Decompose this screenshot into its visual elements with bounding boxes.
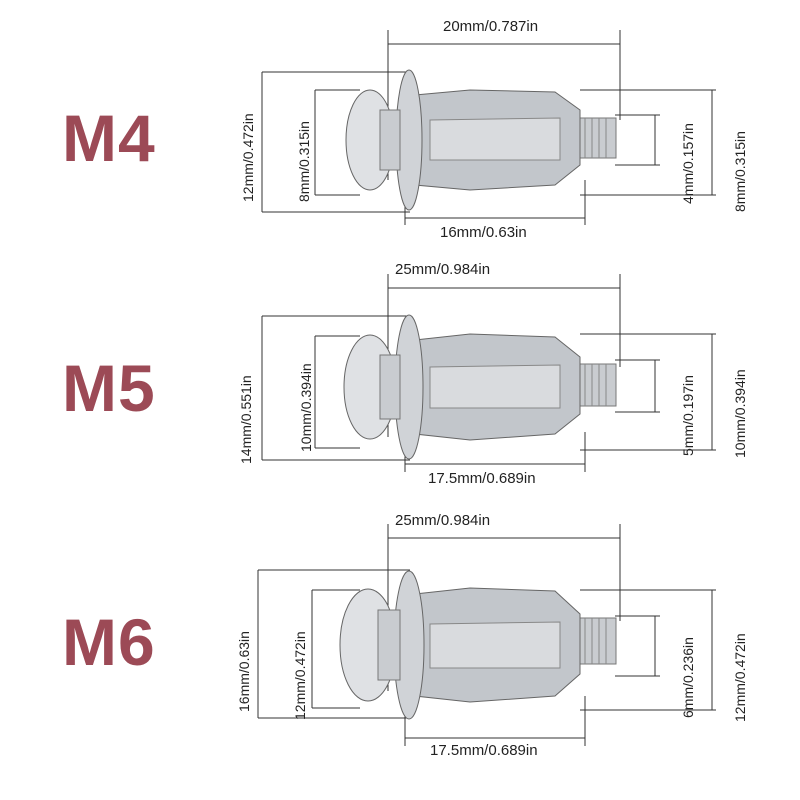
size-label: M6: [62, 605, 156, 679]
anchor-diagram: [257, 524, 716, 746]
sleeve-diameter-label: 12mm/0.472in: [732, 633, 748, 722]
anchor-block-m4: M4 20mm/0.787in 16mm/0.63in 12mm/0.: [0, 0, 800, 260]
thread-diameter-label: 6mm/0.236in: [680, 637, 696, 718]
head-diameter-label: 8mm/0.315in: [296, 121, 312, 202]
total-length-label: 25mm/0.984in: [395, 261, 491, 278]
anchor-drawing: [343, 314, 617, 460]
dimension-lines: [261, 274, 716, 472]
flange-diameter-label: 14mm/0.551in: [238, 375, 254, 464]
sleeve-length-label: 17.5mm/0.689in: [428, 470, 536, 487]
anchor-drawing: [345, 69, 617, 211]
dimension-lines: [261, 30, 716, 225]
sleeve-length-label: 17.5mm/0.689in: [430, 742, 538, 759]
flange-diameter-label: 12mm/0.472in: [240, 113, 256, 202]
total-length-label: 20mm/0.787in: [443, 18, 539, 35]
anchor-diagram: [261, 30, 716, 225]
total-length-label: 25mm/0.984in: [395, 512, 491, 529]
size-label: M5: [62, 351, 156, 425]
anchor-drawing: [339, 570, 617, 720]
flange-diameter-label: 16mm/0.63in: [236, 631, 252, 712]
anchor-block-m6: M6 25mm/0.984in 17.5mm/0.689in 16mm/0.63…: [0, 506, 800, 766]
head-diameter-label: 10mm/0.394in: [298, 363, 314, 452]
sleeve-diameter-label: 10mm/0.394in: [732, 369, 748, 458]
sleeve-length-label: 16mm/0.63in: [440, 224, 527, 241]
thread-diameter-label: 5mm/0.197in: [680, 375, 696, 456]
size-label: M4: [62, 101, 156, 175]
anchor-block-m5: M5 25mm/0.984in 17.5mm/0.689in 14mm/0.55…: [0, 252, 800, 512]
sleeve-diameter-label: 8mm/0.315in: [732, 131, 748, 212]
anchor-diagram: [261, 274, 716, 472]
thread-diameter-label: 4mm/0.157in: [680, 123, 696, 204]
head-diameter-label: 12mm/0.472in: [292, 631, 308, 720]
